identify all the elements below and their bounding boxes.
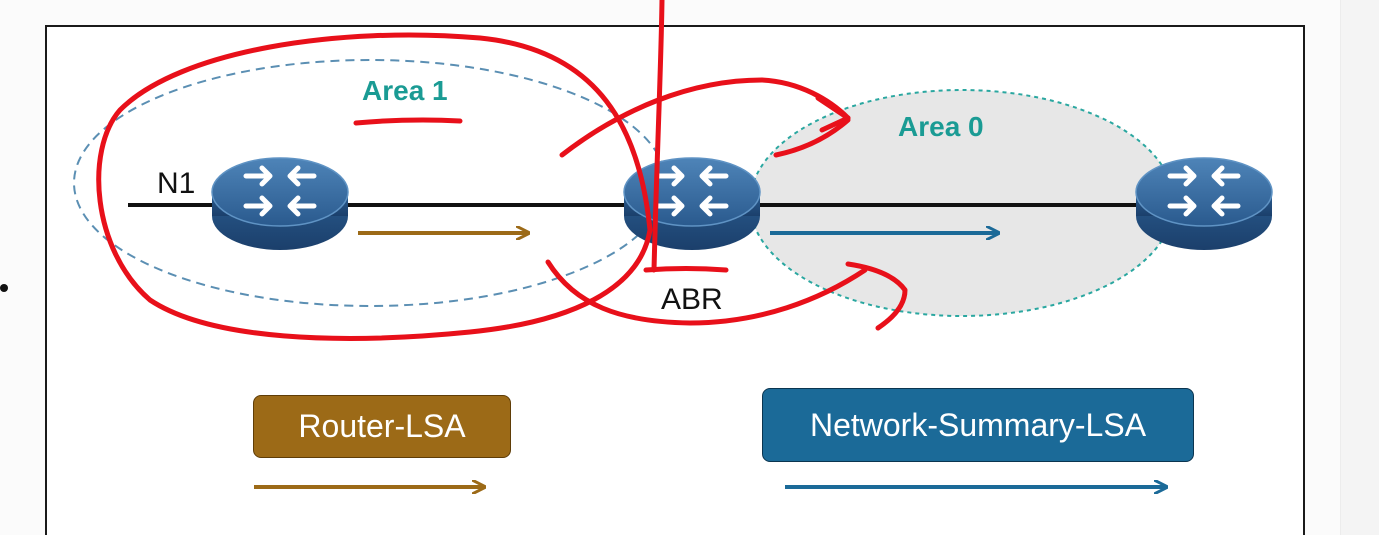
router-lsa-legend-label: Router-LSA — [298, 408, 466, 444]
area0-label: Area 0 — [898, 111, 984, 142]
n1-label: N1 — [157, 167, 195, 200]
scroll-side-strip — [1340, 0, 1379, 535]
abr-label: ABR — [661, 283, 723, 316]
network-summary-lsa-legend: Network-Summary-LSA — [762, 388, 1194, 462]
router-icon[interactable] — [212, 158, 348, 250]
router-icon[interactable] — [1136, 158, 1272, 250]
router-lsa-legend: Router-LSA — [253, 395, 511, 458]
area1-label: Area 1 — [362, 75, 448, 106]
network-summary-lsa-legend-label: Network-Summary-LSA — [809, 406, 1147, 443]
bullet-point — [0, 284, 8, 292]
handwritten-annotations — [96, 0, 908, 341]
